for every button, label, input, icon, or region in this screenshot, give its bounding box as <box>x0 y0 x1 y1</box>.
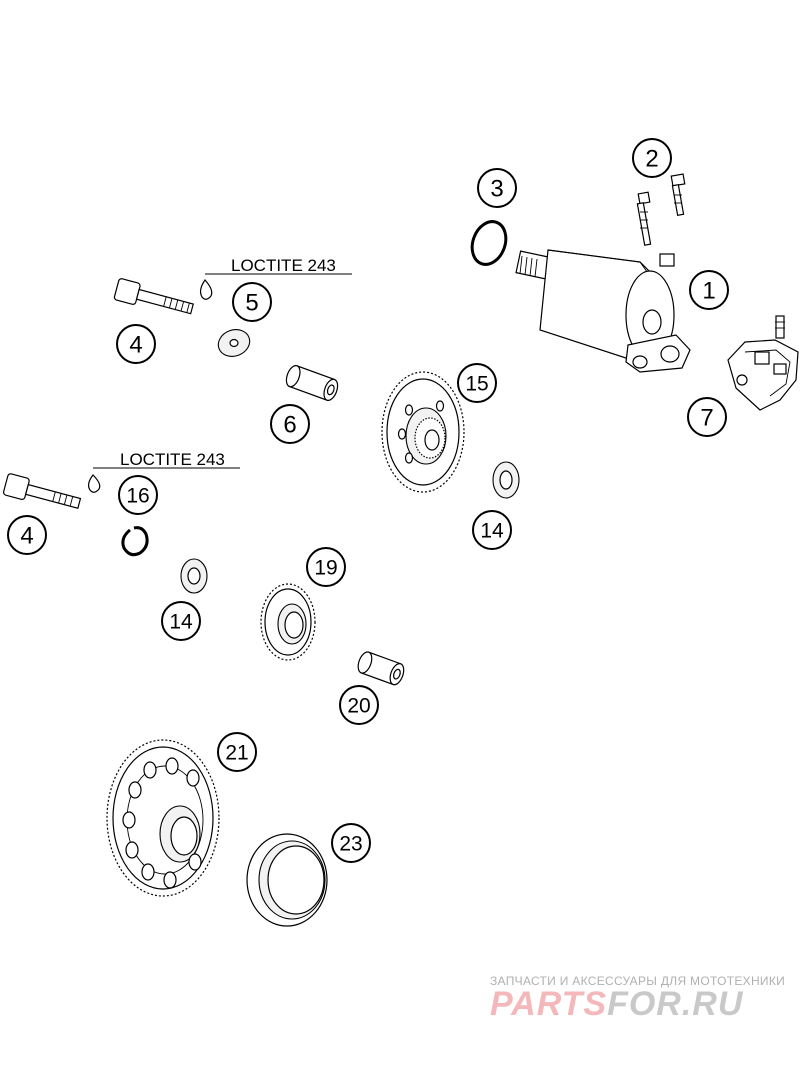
callout-14a: 14 <box>472 510 512 550</box>
gear-19 <box>260 583 316 661</box>
watermark-tagline: ЗАПЧАСТИ И АКСЕССУАРЫ ДЛЯ МОТОТЕХНИКИ <box>490 974 785 988</box>
svg-text:3: 3 <box>490 176 503 203</box>
bushing-6 <box>285 365 339 401</box>
loctite-drop-lower <box>87 474 101 493</box>
callout-4a: 4 <box>116 324 156 364</box>
callout-15: 15 <box>457 363 497 403</box>
svg-text:4: 4 <box>20 523 33 550</box>
svg-text:4: 4 <box>129 332 142 359</box>
bolt-upper <box>113 278 194 315</box>
callout-7: 7 <box>687 397 727 437</box>
callout-6: 6 <box>270 404 310 444</box>
o-ring <box>470 220 508 266</box>
svg-text:15: 15 <box>465 373 488 396</box>
gear-15 <box>381 371 465 493</box>
svg-text:6: 6 <box>283 412 296 439</box>
svg-text:7: 7 <box>700 405 713 432</box>
watermark: ЗАПЧАСТИ И АКСЕССУАРЫ ДЛЯ МОТОТЕХНИКИ PA… <box>490 974 785 1023</box>
svg-text:5: 5 <box>245 290 258 317</box>
callout-1: 1 <box>689 270 729 310</box>
svg-text:2: 2 <box>645 146 658 173</box>
svg-text:16: 16 <box>126 485 149 508</box>
callout-2: 2 <box>632 138 672 178</box>
washer-14-right <box>492 461 520 499</box>
svg-text:14: 14 <box>480 520 504 543</box>
callout-20: 20 <box>339 685 379 725</box>
bolt-lower <box>2 473 82 509</box>
watermark-brand: PARTSFOR.RU <box>490 985 744 1023</box>
callout-3: 3 <box>477 168 517 208</box>
svg-text:14: 14 <box>169 611 193 634</box>
watermark-brand-left: PARTS <box>490 985 607 1023</box>
callout-19: 19 <box>306 547 346 587</box>
bushing-20 <box>357 651 405 686</box>
gear-21 <box>106 739 220 897</box>
starter-motor <box>515 249 691 373</box>
callout-4b: 4 <box>7 515 47 555</box>
svg-text:1: 1 <box>702 278 715 305</box>
callout-23: 23 <box>331 823 371 863</box>
loctite-drop-upper <box>199 279 213 300</box>
callout-21: 21 <box>217 732 257 772</box>
callout-14b: 14 <box>161 601 201 641</box>
svg-text:20: 20 <box>347 695 370 718</box>
ring-23 <box>246 833 328 927</box>
loctite-note-lower: LOCTITE 243 <box>120 450 225 469</box>
callout-16: 16 <box>118 475 158 515</box>
washer-14-left <box>180 558 208 594</box>
washer-5 <box>217 329 251 357</box>
svg-text:23: 23 <box>339 833 362 856</box>
svg-text:19: 19 <box>314 557 337 580</box>
starter-screws <box>636 173 686 246</box>
brush-holder <box>727 315 799 411</box>
loctite-note-upper: LOCTITE 243 <box>231 256 336 275</box>
watermark-brand-right: FOR.RU <box>607 985 744 1023</box>
svg-text:21: 21 <box>225 742 248 765</box>
callout-5: 5 <box>232 282 272 322</box>
circlip-16 <box>121 526 149 557</box>
